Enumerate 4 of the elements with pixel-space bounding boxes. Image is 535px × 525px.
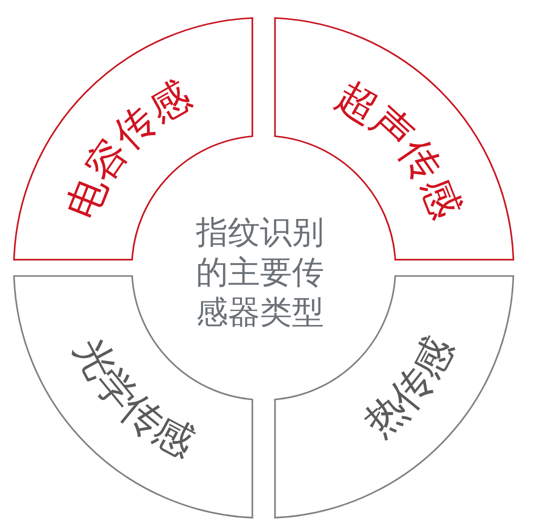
segment-label: 光学传感 <box>64 330 202 467</box>
segment-label: 超声传感 <box>328 72 469 226</box>
segment-label: 热传感 <box>356 329 463 446</box>
center-heading: 指纹识别的主要传感器类型 <box>195 212 325 332</box>
